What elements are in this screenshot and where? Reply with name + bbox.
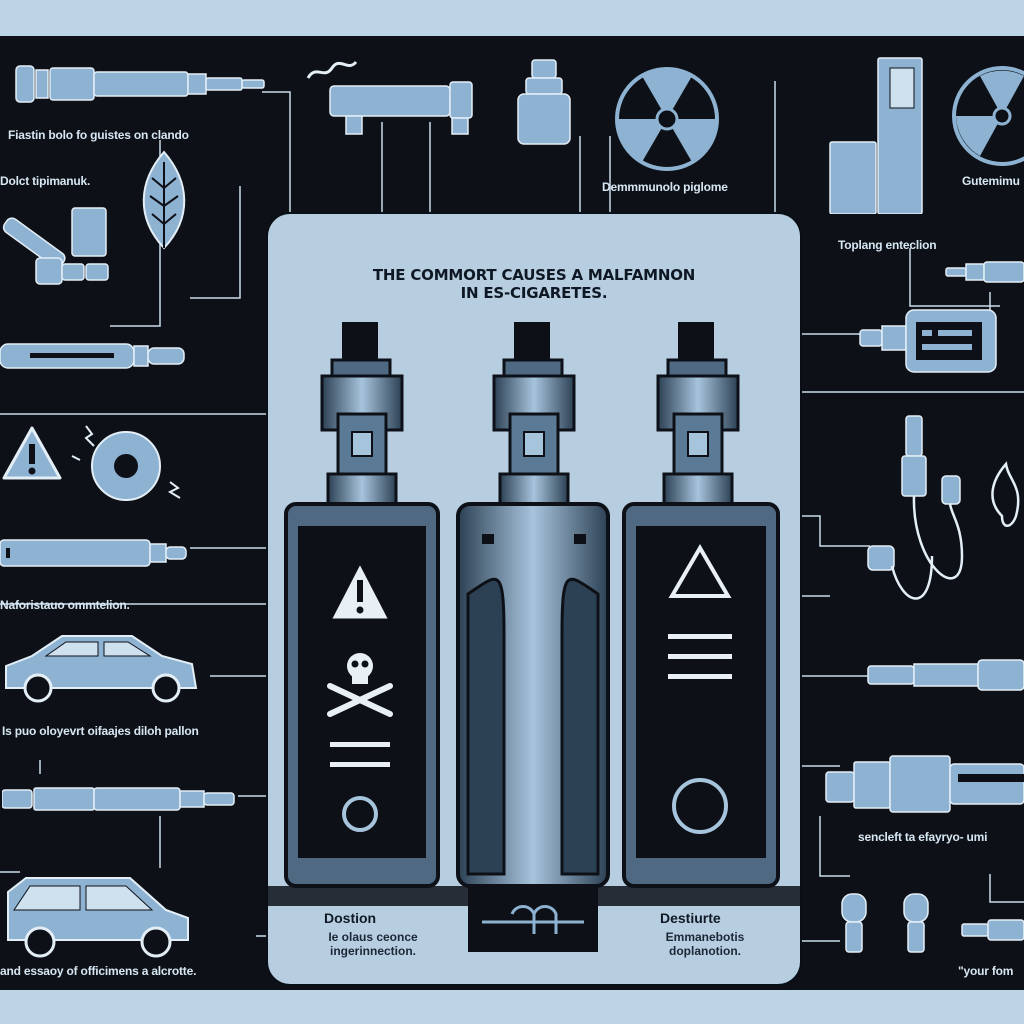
mouthpiece-icon xyxy=(841,893,929,953)
panel-title-line2: IN ES-CIGARETES. xyxy=(460,284,608,302)
label-left-car: Is puo oloyevrt oifaajes diloh pallon xyxy=(2,724,199,738)
leaf-icon xyxy=(142,150,186,250)
devices-illustration xyxy=(268,322,800,952)
juice-bottle-icon xyxy=(517,59,571,145)
label-top-right: Gutemimu xyxy=(962,174,1020,188)
warning-icon xyxy=(2,426,62,480)
cartridge-parts-icon xyxy=(2,207,109,285)
label-right-lower: sencleft ta efayryo- umi xyxy=(858,830,988,844)
cable-charger-icon xyxy=(867,415,1020,600)
mod-box-icon xyxy=(829,57,923,214)
label-top-left: Fiastin bolo fo guistes on clando xyxy=(8,128,189,142)
label-left-middle: Naforistauo ommtelion. xyxy=(0,598,130,612)
left-device xyxy=(284,322,440,888)
panel-title-line1: THE COMMORT CAUSES A MALFAMNON xyxy=(372,266,696,284)
pipe-device-icon xyxy=(867,659,1024,691)
connector-lines xyxy=(0,81,1024,942)
battery-stick-icon xyxy=(0,343,185,369)
left-caption-body: Ie olaus ceonce ingerinnection. xyxy=(328,930,418,958)
pen-device-icon xyxy=(0,539,187,567)
screen-device-icon xyxy=(859,309,997,373)
fan-icon xyxy=(952,66,1024,166)
smoking-device-icon xyxy=(306,60,473,135)
label-top-center: Demmmunolo piglome xyxy=(602,180,728,194)
van-icon xyxy=(7,877,189,958)
long-pen-icon xyxy=(2,787,235,811)
right-device xyxy=(622,322,780,888)
label-right-upper: Toplang enteclion xyxy=(838,238,937,252)
label-mid-left: Dolct tipimanuk. xyxy=(0,174,91,188)
car-icon xyxy=(5,635,198,703)
radiation-icon xyxy=(615,67,719,171)
center-panel: THE COMMORT CAUSES A MALFAMNON IN ES-CIG… xyxy=(268,214,800,984)
small-pen-icon xyxy=(945,261,1024,283)
label-bottom-right: "your fom xyxy=(958,964,1014,978)
left-caption-heading: Dostion xyxy=(324,910,377,926)
atomizer-icon xyxy=(825,755,1024,813)
middle-device xyxy=(456,322,610,888)
diagram-board: Fiastin bolo fo guistes on clando Dolct … xyxy=(0,36,1024,990)
tip-pen-icon xyxy=(961,919,1024,941)
panel-title: THE COMMORT CAUSES A MALFAMNON IN ES-CIG… xyxy=(268,266,800,302)
right-caption-body: Emmanebotis doplanotion. xyxy=(665,930,745,958)
vape-pen-icon xyxy=(15,65,265,103)
right-caption-heading: Destiurte xyxy=(660,910,721,926)
label-bottom-left: and essaoy of officimens a alcrotte. xyxy=(0,964,197,978)
broken-coil-icon xyxy=(71,425,181,501)
